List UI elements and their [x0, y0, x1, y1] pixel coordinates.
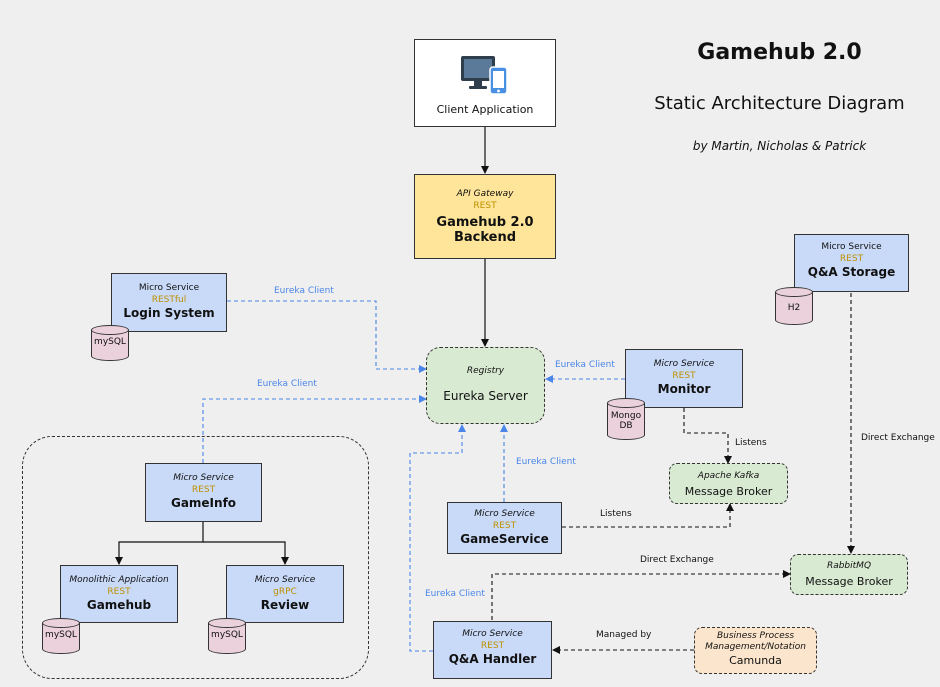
review-service-node: Micro Service gRPC Review [226, 565, 344, 623]
gameservice-name: GameService [460, 532, 549, 546]
monitor-kind: Micro Service [653, 359, 715, 369]
eureka-client-label-monitor: Eureka Client [555, 360, 615, 370]
qa-storage-db-label: H2 [787, 303, 801, 313]
registry-name: Eureka Server [443, 389, 528, 403]
client-application-node: Client Application [414, 39, 556, 127]
qa-handler-kind: Micro Service [462, 629, 523, 639]
monitor-protocol: REST [672, 371, 696, 381]
gamehub-name: Gamehub [86, 598, 152, 612]
monitor-db-label: Mongo DB [610, 411, 642, 431]
edge-gameservice-kafka [562, 503, 734, 528]
kafka-broker-node: Apache Kafka Message Broker [669, 463, 788, 504]
diagram-subtitle: Static Architecture Diagram [654, 93, 905, 114]
login-name: Login System [123, 306, 215, 320]
edge-login-registry [227, 300, 427, 373]
rabbitmq-kind: RabbitMQ [826, 561, 872, 571]
registry-kind: Registry [466, 366, 505, 376]
gamehub-protocol: REST [107, 587, 131, 597]
gamehub-database-icon: mySQL [42, 618, 80, 654]
edge-gameinfo-registry [202, 395, 427, 463]
gameservice-kind: Micro Service [474, 509, 535, 519]
managed-by-label: Managed by [596, 630, 652, 640]
listens-label-gameservice: Listens [600, 509, 632, 519]
review-database-icon: mySQL [208, 618, 246, 654]
diagram-title: Gamehub 2.0 [697, 40, 862, 65]
rabbitmq-name: Message Broker [805, 575, 893, 588]
kafka-kind: Apache Kafka [697, 471, 760, 481]
review-protocol: gRPC [273, 587, 297, 597]
gameinfo-service-node: Micro Service REST GameInfo [145, 463, 262, 522]
gameservice-service-node: Micro Service REST GameService [447, 502, 562, 554]
qa-storage-name: Q&A Storage [807, 265, 896, 279]
gateway-protocol: REST [473, 201, 497, 211]
qa-storage-service-node: Micro Service REST Q&A Storage [794, 234, 909, 292]
eureka-client-label-gameservice: Eureka Client [516, 457, 576, 467]
edge-monitor-kafka [683, 408, 732, 464]
qa-handler-protocol: REST [480, 641, 505, 651]
direct-exchange-label-handler: Direct Exchange [640, 555, 714, 565]
listens-label-monitor: Listens [735, 438, 767, 448]
client-label: Client Application [436, 103, 534, 116]
gamehub-monolith-node: Monolithic Application REST Gamehub [60, 565, 178, 623]
edge-qahandler-registry [409, 424, 466, 652]
api-gateway-node: API Gateway REST Gamehub 2.0 Backend [414, 174, 556, 259]
rabbitmq-broker-node: RabbitMQ Message Broker [790, 554, 908, 595]
eureka-client-label-gameinfo: Eureka Client [257, 379, 317, 389]
qa-storage-protocol: REST [839, 254, 864, 264]
review-kind: Micro Service [254, 575, 316, 585]
monitor-service-node: Micro Service REST Monitor [625, 349, 743, 408]
camunda-kind: Business Process Management/Notation [705, 631, 806, 652]
camunda-name: Camunda [729, 654, 782, 667]
camunda-bpm-node: Business Process Management/Notation Cam… [694, 627, 817, 674]
review-name: Review [260, 598, 310, 612]
login-service-node: Micro Service RESTful Login System [111, 273, 227, 332]
eureka-client-label-qahandler: Eureka Client [425, 589, 485, 599]
eureka-client-label-login: Eureka Client [274, 286, 334, 296]
gameinfo-kind: Micro Service [173, 473, 234, 483]
login-db-label: mySQL [94, 337, 126, 347]
edge-qahandler-rabbitmq [491, 570, 791, 620]
gameinfo-name: GameInfo [170, 496, 237, 510]
gameinfo-group-boundary [22, 436, 369, 679]
login-database-icon: mySQL [91, 325, 129, 361]
qa-handler-name: Q&A Handler [448, 652, 537, 666]
edge-gameinfo-gamehub [115, 522, 204, 565]
monitor-name: Monitor [657, 382, 711, 396]
gamehub-kind: Monolithic Application [69, 575, 169, 585]
direct-exchange-label-storage: Direct Exchange [861, 433, 935, 443]
edge-gameinfo-review [203, 541, 289, 565]
gameservice-protocol: REST [492, 521, 517, 531]
gamehub-db-label: mySQL [45, 630, 77, 640]
monitor-database-icon: Mongo DB [607, 398, 645, 440]
gateway-kind: API Gateway [456, 189, 514, 199]
qa-storage-database-icon: H2 [775, 287, 813, 325]
gameinfo-protocol: REST [191, 485, 216, 495]
qa-storage-kind: Micro Service [821, 242, 882, 252]
registry-node: Registry Eureka Server [426, 347, 545, 424]
login-kind: Micro Service [138, 283, 200, 293]
qa-handler-service-node: Micro Service REST Q&A Handler [433, 621, 552, 679]
devices-icon [461, 56, 508, 95]
kafka-name: Message Broker [684, 485, 773, 498]
login-protocol: RESTful [151, 295, 187, 305]
diagram-authors: by Martin, Nicholas & Patrick [692, 139, 867, 153]
review-db-label: mySQL [211, 630, 243, 640]
gateway-name: Gamehub 2.0 Backend [436, 215, 534, 245]
